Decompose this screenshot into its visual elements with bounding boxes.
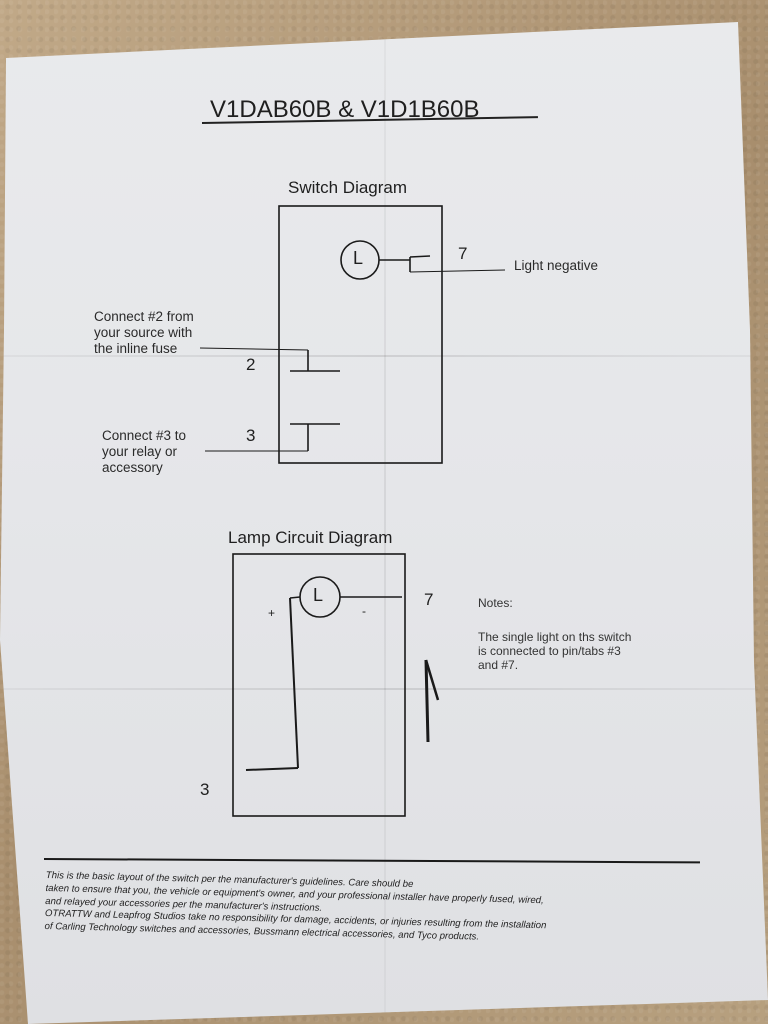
- connect-3-line: Connect #3 to: [102, 428, 187, 443]
- connect-2-line: your source with: [94, 325, 193, 340]
- minus-terminal-label: -: [362, 604, 366, 618]
- switch-pin-7-label: 7: [458, 244, 468, 263]
- switch-pin-3-label: 3: [246, 426, 256, 445]
- hand-drawn-arrow-shaft: [424, 659, 430, 743]
- pin-7-tab: [409, 255, 431, 258]
- paper-fold-lower: [0, 688, 768, 690]
- plus-terminal-label: +: [268, 606, 276, 620]
- switch-pin-2-label: 2: [246, 355, 256, 374]
- light-negative-leader: [409, 269, 506, 273]
- lamp-pin-7-label: 7: [424, 590, 434, 609]
- connect-3-line: your relay or: [102, 444, 178, 459]
- circuit-positive-wire: [289, 597, 299, 769]
- switch-lamp-letter: L: [353, 248, 364, 268]
- lamp-pin-3-label: 3: [200, 780, 210, 799]
- notes-line: and #7.: [478, 658, 519, 672]
- connect-3-instruction: Connect #3 to your relay or accessory: [102, 428, 186, 476]
- connect-2-instruction: Connect #2 from your source with the inl…: [94, 309, 194, 357]
- notes-line: is connected to pin/tabs #3: [478, 644, 621, 658]
- connect-2-leader: [199, 347, 309, 351]
- notes-heading: Notes:: [478, 596, 513, 610]
- connect-2-line: Connect #2 from: [94, 309, 194, 324]
- connect-3-line: accessory: [102, 460, 163, 475]
- notes-line: The single light on ths switch: [478, 630, 632, 644]
- light-negative-label: Light negative: [514, 258, 599, 273]
- circuit-pin-3-wire: [245, 767, 299, 771]
- paper-fold-upper: [0, 355, 768, 357]
- connect-2-line: the inline fuse: [94, 341, 178, 356]
- lamp-circuit-heading: Lamp Circuit Diagram: [228, 528, 393, 547]
- notes-body: The single light on ths switch is connec…: [478, 630, 631, 672]
- circuit-lamp-letter: L: [313, 585, 324, 605]
- hand-drawn-arrow-head: [424, 659, 440, 701]
- switch-diagram-heading: Switch Diagram: [288, 178, 408, 197]
- lamp-circuit-outline: [232, 553, 406, 817]
- circuit-positive-lead: [289, 596, 301, 599]
- switch-body-outline: [278, 205, 443, 464]
- paper-fold-vertical: [384, 22, 386, 1024]
